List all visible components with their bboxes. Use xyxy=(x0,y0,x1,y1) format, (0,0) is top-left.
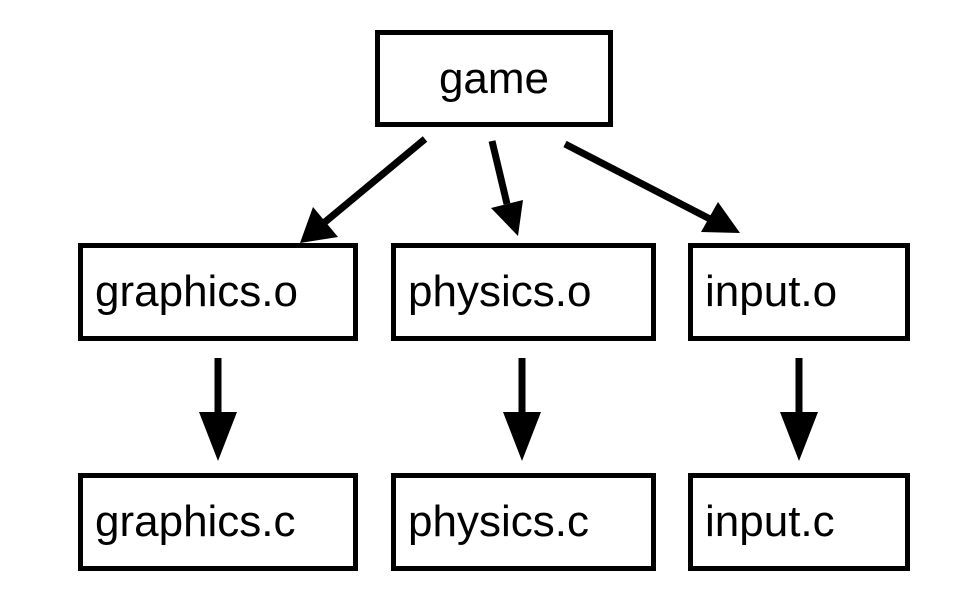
arrow-graphics-o-to-graphics-c xyxy=(199,358,237,461)
node-graphics-c-label: graphics.c xyxy=(95,497,296,546)
node-physics-o: physics.o xyxy=(391,243,656,341)
node-physics-c: physics.c xyxy=(391,473,656,571)
node-input-c: input.c xyxy=(688,473,910,571)
arrow-game-to-graphics-o xyxy=(300,136,428,243)
arrow-input-o-to-input-c xyxy=(780,358,818,461)
node-input-c-label: input.c xyxy=(705,497,835,546)
node-physics-c-label: physics.c xyxy=(408,497,589,546)
node-graphics-c: graphics.c xyxy=(78,473,358,571)
node-graphics-o: graphics.o xyxy=(78,243,358,341)
arrow-game-to-physics-o xyxy=(488,140,523,236)
arrow-game-to-input-o xyxy=(563,140,740,233)
node-graphics-o-label: graphics.o xyxy=(95,267,299,316)
node-game-label: game xyxy=(438,53,550,103)
node-input-o-label: input.o xyxy=(705,267,838,316)
node-physics-o-label: physics.o xyxy=(408,267,592,316)
arrow-physics-o-to-physics-c xyxy=(503,358,541,461)
node-game: game xyxy=(375,30,613,127)
node-input-o: input.o xyxy=(688,243,910,341)
